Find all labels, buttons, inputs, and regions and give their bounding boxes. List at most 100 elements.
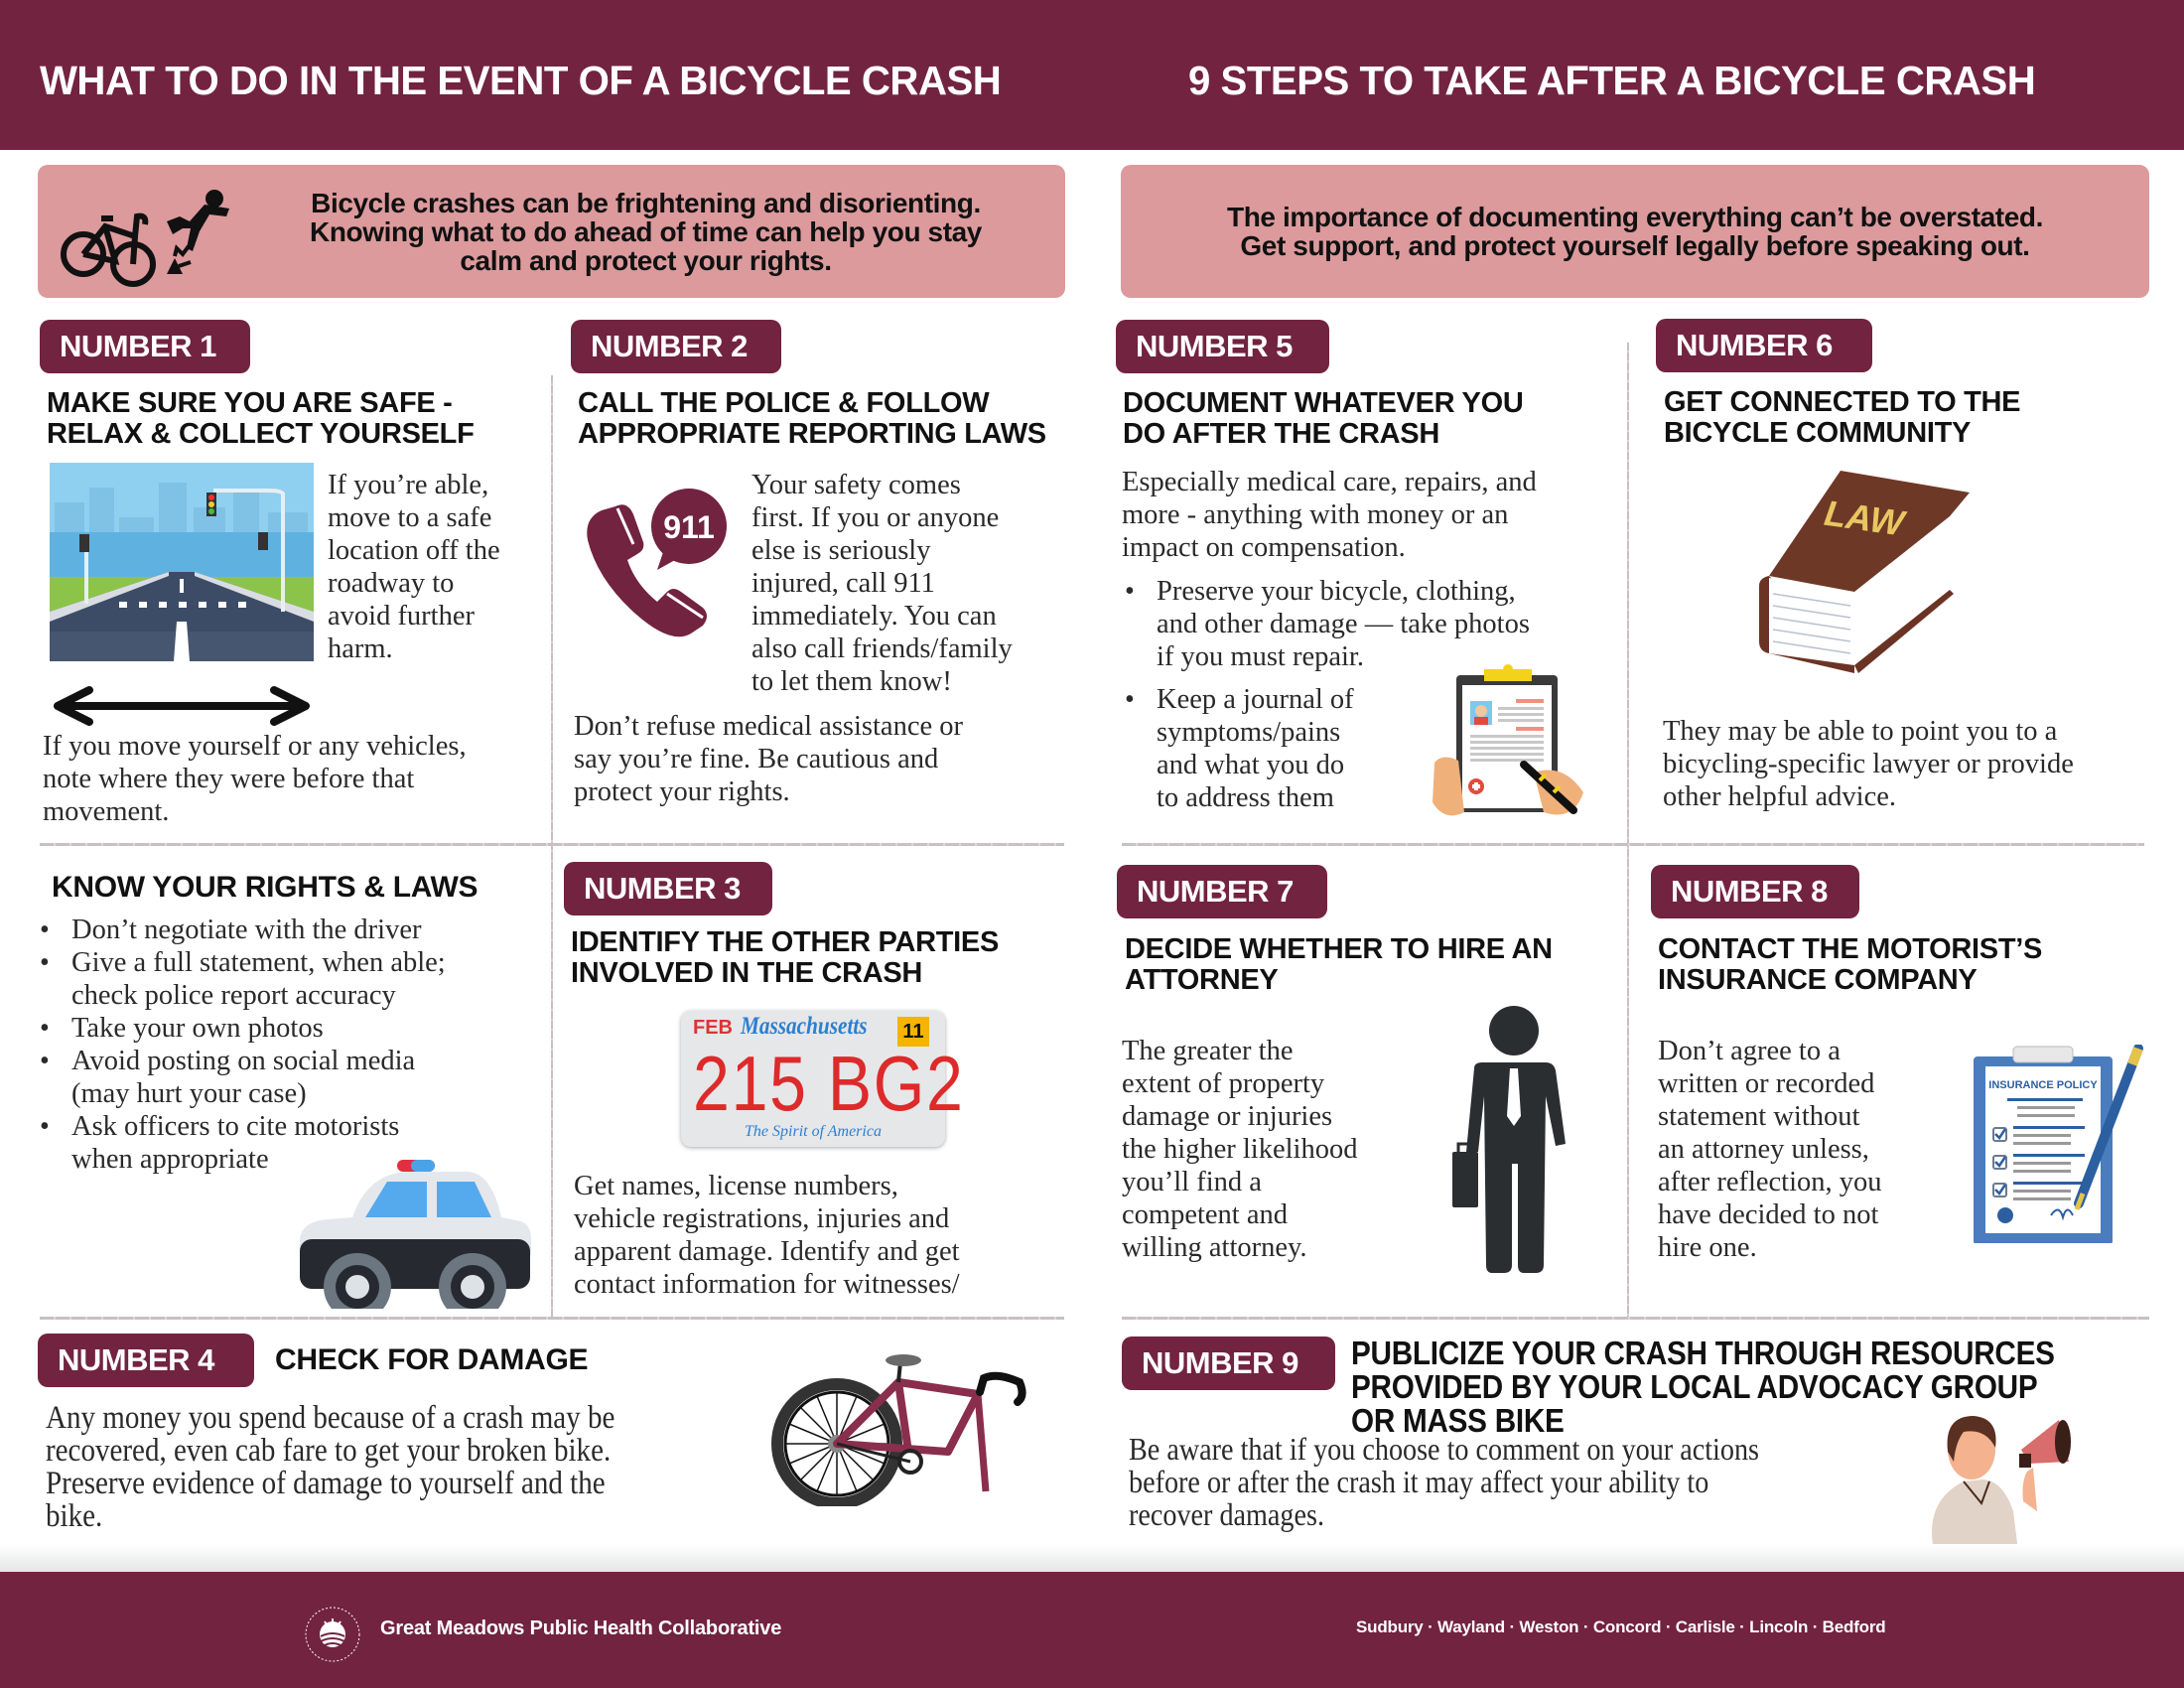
heading-line: PROVIDED BY YOUR LOCAL ADVOCACY GROUP — [1351, 1368, 2038, 1405]
text-line: else is seriously — [751, 535, 931, 566]
step-1-heading: MAKE SURE YOU ARE SAFE - RELAX & COLLECT… — [47, 388, 475, 450]
header-band — [0, 0, 2184, 150]
step-6-body-text: They may be able to point you to a bicyc… — [1663, 715, 2169, 813]
step-7-badge: NUMBER 7 — [1117, 865, 1327, 918]
text-line: to address them — [1157, 782, 1334, 813]
heading-line: DECIDE WHETHER TO HIRE AN — [1125, 933, 1553, 965]
step-2-bottom-text: Don’t refuse medical assistance or say y… — [574, 710, 1070, 808]
rights-item: Take your own photos — [38, 1012, 554, 1045]
text-line: recover damages. — [1129, 1496, 1325, 1532]
broken-bicycle-illustration — [759, 1352, 1067, 1506]
attorney-figure-icon — [1452, 1005, 1571, 1278]
text-line: the higher likelihood — [1122, 1134, 1358, 1165]
text-line: Preserve your bicycle, clothing, — [1157, 576, 1516, 607]
intro-box-left: Bicycle crashes can be frightening and d… — [38, 165, 1065, 298]
police-car-icon — [298, 1160, 532, 1309]
step-3-body-text: Get names, license numbers, vehicle regi… — [574, 1170, 1070, 1301]
law-book-illustration: LAW — [1755, 467, 1974, 675]
heading-line: BICYCLE COMMUNITY — [1664, 417, 1972, 449]
intro-line: Bicycle crashes can be frightening and d… — [311, 187, 981, 218]
rights-item: Give a full statement, when able;check p… — [38, 946, 554, 1012]
text-line: also call friends/family — [751, 633, 1013, 664]
text-line: note where they were before that — [43, 764, 415, 794]
text-line: harm. — [328, 633, 393, 664]
svg-text:INSURANCE POLICY: INSURANCE POLICY — [1988, 1079, 2098, 1091]
rights-heading: KNOW YOUR RIGHTS & LAWS — [52, 871, 478, 904]
text-line: immediately. You can — [751, 601, 997, 632]
insurance-policy-clipboard-icon: INSURANCE POLICY — [1964, 1045, 2152, 1243]
heading-line: PUBLICIZE YOUR CRASH THROUGH RESOURCES — [1351, 1335, 2055, 1371]
text-line: Avoid posting on social media — [71, 1046, 416, 1076]
intro-text-left: Bicycle crashes can be frightening and d… — [310, 189, 982, 275]
intro-text-right: The importance of documenting everything… — [1227, 203, 2043, 260]
text-line: Your safety comes — [751, 470, 961, 500]
text-line: Take your own photos — [71, 1013, 324, 1044]
step-5-badge: NUMBER 5 — [1116, 320, 1329, 373]
text-line: avoid further — [328, 601, 475, 632]
heading-line: GET CONNECTED TO THE — [1664, 386, 2021, 418]
text-line: Give a full statement, when able; — [71, 947, 446, 978]
step-5-heading: DOCUMENT WHATEVER YOU DO AFTER THE CRASH — [1123, 388, 1524, 450]
text-line: symptoms/pains — [1157, 717, 1341, 748]
row-divider — [40, 843, 1064, 846]
step-4-body-text: Any money you spend because of a crash m… — [46, 1402, 745, 1533]
step-9-body-text: Be aware that if you choose to comment o… — [1129, 1433, 1828, 1531]
footer-band — [0, 1572, 2184, 1688]
step-6-badge: NUMBER 6 — [1656, 319, 1872, 372]
text-line: bicycling-specific lawyer or provide — [1663, 749, 2074, 779]
text-line: competent and — [1122, 1199, 1288, 1230]
text-line: have decided to not — [1658, 1199, 1879, 1230]
text-line: an attorney unless, — [1658, 1134, 1869, 1165]
step-2-heading: CALL THE POLICE & FOLLOW APPROPRIATE REP… — [578, 388, 1046, 450]
text-line: and what you do — [1157, 750, 1345, 780]
step-6-heading: GET CONNECTED TO THE BICYCLE COMMUNITY — [1664, 386, 2021, 449]
step-9-heading: PUBLICIZE YOUR CRASH THROUGH RESOURCES P… — [1351, 1336, 2055, 1438]
footer-towns: Sudbury · Wayland · Weston · Concord · C… — [1356, 1618, 1886, 1636]
text-line: contact information for witnesses/ — [574, 1269, 960, 1300]
step-4-badge: NUMBER 4 — [38, 1334, 254, 1387]
footer-org-name: Great Meadows Public Health Collaborativ… — [380, 1618, 782, 1639]
intro-line: Get support, and protect yourself legall… — [1240, 230, 2030, 261]
step-2-side-text: Your safety comes first. If you or anyon… — [751, 469, 1079, 698]
step-5-list: Preserve your bicycle, clothing,and othe… — [1123, 575, 1629, 814]
heading-line: MAKE SURE YOU ARE SAFE - — [47, 387, 453, 419]
text-line: more - anything with money or an — [1122, 499, 1509, 530]
intro-line: The importance of documenting everything… — [1227, 202, 2043, 232]
plate-slogan: The Spirit of America — [745, 1123, 882, 1140]
intro-line: calm and protect your rights. — [460, 244, 832, 276]
text-line: Be aware that if you choose to comment o… — [1129, 1431, 1759, 1467]
license-plate-image: FEB Massachusetts 11 215 BG2 The Spirit … — [681, 1011, 963, 1147]
step-8-heading: CONTACT THE MOTORIST’S INSURANCE COMPANY — [1658, 934, 2042, 996]
heading-line: APPROPRIATE REPORTING LAWS — [578, 418, 1046, 450]
text-line: first. If you or anyone — [751, 502, 1000, 533]
rights-item: Don’t negotiate with the driver — [38, 914, 554, 946]
text-line: when appropriate — [71, 1144, 269, 1175]
heading-line: INSURANCE COMPANY — [1658, 964, 1978, 996]
step-1-side-text: If you’re able, move to a safe location … — [328, 469, 551, 665]
text-line: written or recorded — [1658, 1068, 1875, 1099]
right-page-title: 9 STEPS TO TAKE AFTER A BICYCLE CRASH — [1188, 58, 2036, 103]
text-line: Especially medical care, repairs, and — [1122, 467, 1537, 497]
great-meadows-logo — [303, 1605, 362, 1664]
text-line: to let them know! — [751, 666, 952, 697]
step-8-badge: NUMBER 8 — [1651, 865, 1859, 918]
text-line: and other damage — take photos — [1157, 609, 1530, 639]
step-9-badge: NUMBER 9 — [1122, 1336, 1335, 1390]
column-divider — [1627, 343, 1629, 1318]
heading-line: RELAX & COLLECT YOURSELF — [47, 418, 475, 450]
woman-megaphone-illustration — [1904, 1402, 2083, 1551]
bicycle-crash-icon — [56, 177, 244, 291]
step-8-body-text: Don’t agree to a written or recorded sta… — [1658, 1035, 1956, 1264]
double-arrow-icon — [50, 685, 314, 727]
step-2-badge: NUMBER 2 — [571, 320, 781, 373]
text-line: location off the — [328, 535, 500, 566]
text-line: statement without — [1658, 1101, 1860, 1132]
step-3-heading: IDENTIFY THE OTHER PARTIES INVOLVED IN T… — [571, 927, 999, 989]
text-line: vehicle registrations, injuries and — [574, 1203, 950, 1234]
step-1-badge: NUMBER 1 — [40, 320, 250, 373]
text-line: roadway to — [328, 568, 455, 599]
step-3-badge: NUMBER 3 — [564, 862, 772, 915]
step-5-intro-text: Especially medical care, repairs, and mo… — [1122, 466, 1628, 564]
text-line: Ask officers to cite motorists — [71, 1111, 400, 1142]
